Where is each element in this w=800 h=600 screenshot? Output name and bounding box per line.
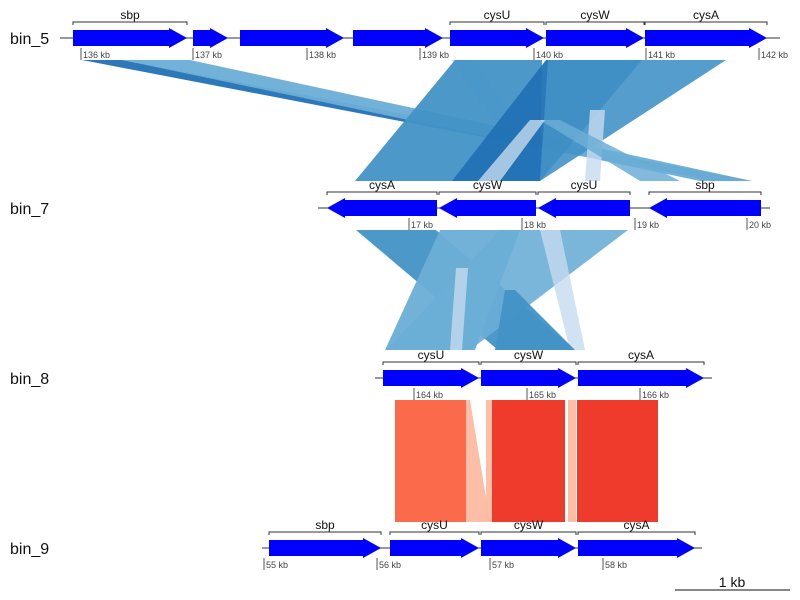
gene-bracket bbox=[648, 191, 762, 195]
gene-arrow-g2 bbox=[193, 28, 228, 48]
gene-bracket bbox=[449, 21, 545, 25]
gene-arrow-cysW bbox=[546, 28, 644, 48]
gene-arrow-g3 bbox=[240, 28, 344, 48]
link-faint-e bbox=[450, 268, 468, 350]
gene-arrow-sbp bbox=[649, 198, 761, 218]
gene-label-sbp: sbp bbox=[315, 518, 335, 532]
tick-label: 139 kb bbox=[422, 50, 449, 60]
link-faint-d bbox=[478, 120, 545, 181]
link-cysU-8-9 bbox=[395, 400, 466, 522]
gene-arrow-cysW bbox=[439, 198, 536, 218]
track-label: bin_9 bbox=[10, 541, 49, 558]
tick-label: 165 kb bbox=[529, 390, 556, 400]
gene-label-cysA: cysA bbox=[623, 518, 649, 532]
tick-label: 137 kb bbox=[195, 50, 222, 60]
gene-bracket bbox=[389, 531, 480, 535]
tick-label: 142 kb bbox=[761, 50, 788, 60]
link-cysW-7-8-b bbox=[495, 290, 575, 350]
gene-arrow-cysA bbox=[645, 28, 767, 48]
gene-bracket bbox=[644, 21, 768, 25]
gene-arrow-cysA bbox=[578, 368, 704, 388]
scale-bar-label: 1 kb bbox=[719, 574, 746, 590]
gene-label-cysW: cysW bbox=[580, 8, 610, 22]
gene-bracket bbox=[480, 361, 577, 365]
gene-arrow-cysU bbox=[450, 28, 544, 48]
gene-arrow-cysU bbox=[538, 198, 630, 218]
link-faint-f bbox=[540, 230, 585, 350]
gene-label-cysA: cysA bbox=[369, 178, 395, 192]
tick-label: 58 kb bbox=[605, 560, 627, 570]
gene-label-cysA: cysA bbox=[628, 348, 654, 362]
gene-bracket bbox=[326, 191, 438, 195]
gene-bracket bbox=[438, 191, 537, 195]
tick-label: 138 kb bbox=[309, 50, 336, 60]
tick-label: 18 kb bbox=[524, 220, 546, 230]
gene-label-cysA: cysA bbox=[693, 8, 719, 22]
gene-bracket bbox=[577, 361, 705, 365]
gene-arrow-g4 bbox=[353, 28, 443, 48]
track-bin_8: bin_8 cysU cysW cysA 164 kb 165 kb 166 kb bbox=[10, 348, 712, 400]
tick-label: 136 kb bbox=[83, 50, 110, 60]
gene-bracket bbox=[382, 361, 480, 365]
gene-arrow-cysA bbox=[578, 538, 695, 558]
gene-arrow-cysU bbox=[390, 538, 479, 558]
tick-label: 20 kb bbox=[749, 220, 771, 230]
gene-label-cysU: cysU bbox=[421, 518, 448, 532]
gene-arrow-cysA bbox=[327, 198, 437, 218]
gene-label-sbp: sbp bbox=[120, 8, 140, 22]
gene-bracket bbox=[537, 191, 631, 195]
tick-label: 166 kb bbox=[642, 390, 669, 400]
gene-label-cysU: cysU bbox=[418, 348, 445, 362]
track-label: bin_8 bbox=[10, 371, 49, 388]
link-faint-c bbox=[540, 120, 680, 181]
link-cysW-8-9 bbox=[492, 400, 565, 522]
gene-bracket bbox=[72, 21, 188, 25]
gene-label-cysW: cysW bbox=[514, 518, 544, 532]
scale-bar: 1 kb bbox=[675, 574, 790, 591]
tick-label: 17 kb bbox=[411, 220, 433, 230]
gene-label-cysW: cysW bbox=[514, 348, 544, 362]
gene-bracket bbox=[577, 531, 696, 535]
track-label: bin_5 bbox=[10, 31, 49, 48]
track-label: bin_7 bbox=[10, 201, 49, 218]
tick-label: 19 kb bbox=[637, 220, 659, 230]
tick-label: 164 kb bbox=[416, 390, 443, 400]
tick-label: 55 kb bbox=[266, 560, 288, 570]
gene-arrow-cysW bbox=[481, 538, 576, 558]
track-bin_7: bin_7 cysA cysW cysU sbp 17 kb 18 kb 19 kb 20 kb bbox=[10, 178, 771, 230]
track-bin_5: bin_5 sbp cysU cysW cysA 136 kb 137 kb 138 kb 13… bbox=[10, 8, 788, 60]
gene-bracket bbox=[268, 531, 382, 535]
link-cysA-8-9 bbox=[577, 400, 658, 522]
tick-label: 141 kb bbox=[648, 50, 675, 60]
tick-label: 56 kb bbox=[379, 560, 401, 570]
track-bin_9: bin_9 sbp cysU cysW cysA 55 kb 56 kb 57 kb 58 kb bbox=[10, 518, 702, 570]
gene-arrow-cysW bbox=[481, 368, 576, 388]
gene-arrow-sbp bbox=[73, 28, 187, 48]
link-cysA-5-7 bbox=[540, 60, 726, 181]
link-faint-i bbox=[568, 400, 576, 522]
gene-bracket bbox=[480, 531, 577, 535]
gene-label-cysU: cysU bbox=[484, 8, 511, 22]
gene-arrow-sbp bbox=[269, 538, 381, 558]
tick-label: 57 kb bbox=[492, 560, 514, 570]
homology-links bbox=[82, 60, 752, 522]
gene-label-cysW: cysW bbox=[473, 178, 503, 192]
gene-label-sbp: sbp bbox=[695, 178, 715, 192]
tick-label: 140 kb bbox=[536, 50, 563, 60]
gene-label-cysU: cysU bbox=[571, 178, 598, 192]
gene-bracket bbox=[545, 21, 645, 25]
gene-arrow-cysU bbox=[383, 368, 479, 388]
